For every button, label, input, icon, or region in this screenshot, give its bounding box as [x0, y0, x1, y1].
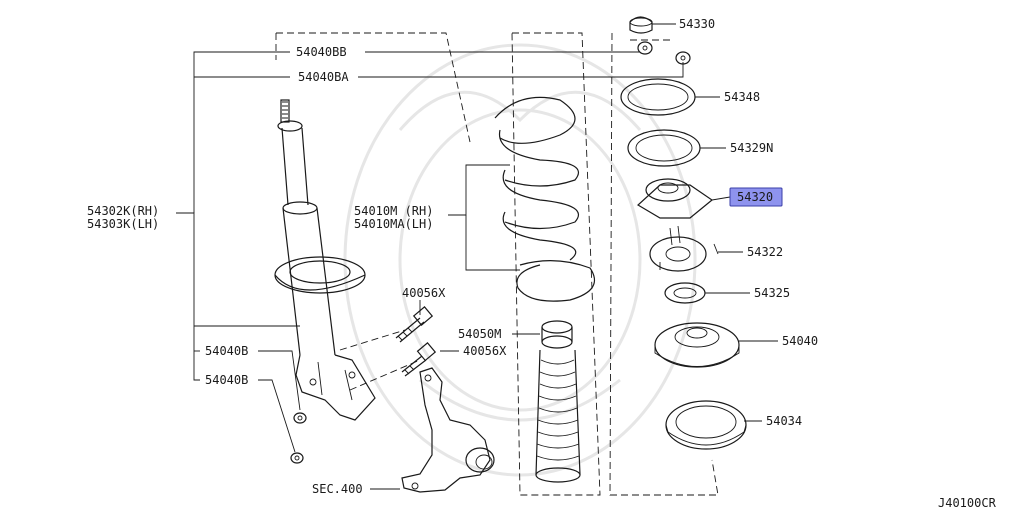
label-40056X-lower[interactable]: 40056X: [463, 344, 507, 358]
label-54040[interactable]: 54040: [782, 334, 818, 348]
cap-54330[interactable]: [629, 16, 653, 34]
bolt-lower[interactable]: [401, 342, 437, 377]
plate-54329N[interactable]: [627, 129, 701, 167]
bracket-nut-lower[interactable]: [290, 452, 304, 464]
washer-54325[interactable]: [664, 282, 706, 304]
watermark-emblem: [343, 43, 697, 477]
label-54302K[interactable]: 54302K(RH): [87, 204, 159, 218]
label-54040BB[interactable]: 54040BB: [296, 45, 347, 59]
label-54034[interactable]: 54034: [766, 414, 802, 428]
mount-54320[interactable]: [636, 178, 714, 219]
bump-stop[interactable]: [541, 320, 573, 349]
diagram-code: J40100CR: [938, 496, 997, 510]
highlight-box-54320: [729, 187, 783, 207]
seat-54034[interactable]: [665, 400, 747, 450]
label-54050M[interactable]: 54050M: [458, 327, 501, 341]
label-54303K[interactable]: 54303K(LH): [87, 217, 159, 231]
label-sec400[interactable]: SEC.400: [312, 482, 363, 496]
bolt-alignment-line-2: [339, 329, 406, 351]
steering-knuckle[interactable]: [401, 367, 495, 493]
shock-absorber-strut[interactable]: [274, 99, 376, 421]
leader-lines: [176, 23, 778, 490]
label-54322[interactable]: 54322: [747, 245, 783, 259]
plate-54322[interactable]: [649, 225, 719, 272]
label-40056X-upper[interactable]: 40056X: [402, 286, 446, 300]
label-54325[interactable]: 54325: [754, 286, 790, 300]
label-54329N[interactable]: 54329N: [730, 141, 773, 155]
bolt-upper[interactable]: [395, 306, 434, 343]
label-54348[interactable]: 54348: [724, 90, 760, 104]
bolt-alignment-line: [349, 359, 421, 391]
label-54040BA[interactable]: 54040BA: [298, 70, 349, 84]
label-54320[interactable]: 54320: [737, 190, 773, 204]
label-54330[interactable]: 54330: [679, 17, 715, 31]
label-54010M[interactable]: 54010M (RH): [354, 204, 433, 218]
part-labels: 54330 54040BB 54040BA 54348 54329N 54320…: [87, 17, 997, 510]
dust-boot[interactable]: [535, 349, 581, 483]
dashed-regions: [275, 32, 719, 496]
nut-54040BB[interactable]: [637, 41, 653, 55]
label-54040B-lower[interactable]: 54040B: [205, 373, 248, 387]
label-54040B-upper[interactable]: 54040B: [205, 344, 248, 358]
coil-spring[interactable]: [494, 96, 595, 302]
bracket-nut-upper[interactable]: [293, 412, 307, 424]
label-54010MA[interactable]: 54010MA(LH): [354, 217, 433, 231]
insulator-54040[interactable]: [654, 322, 740, 368]
